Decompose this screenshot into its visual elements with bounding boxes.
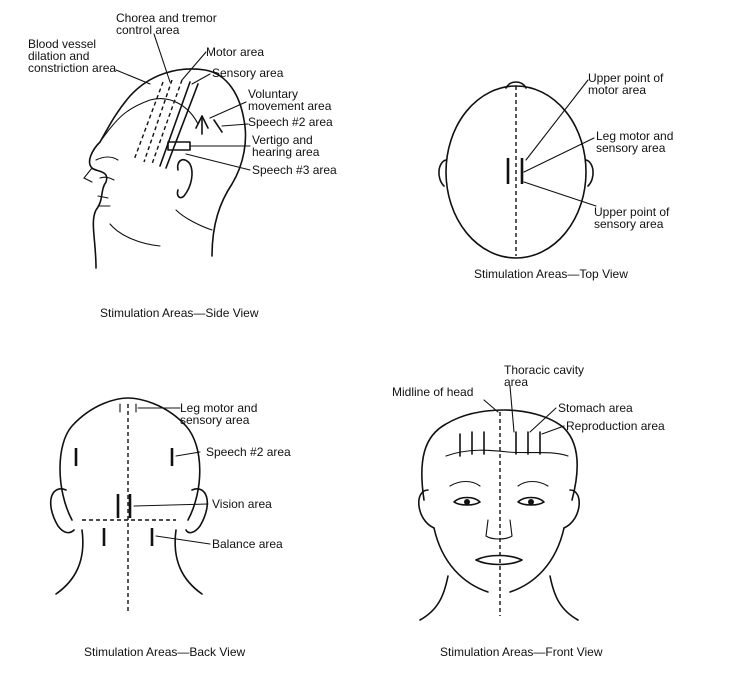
label-reproduction-area: Reproduction area bbox=[566, 419, 665, 433]
label-thoracic-cavity-area: Thoracic cavity area bbox=[504, 363, 585, 389]
label-leg-motor-sensory-area: Leg motor and sensory area bbox=[596, 129, 674, 155]
label-blood-vessel-area: Blood vessel dilation and constriction a… bbox=[28, 37, 117, 75]
label-chorea-tremor-control-area: Chorea and tremor control area bbox=[116, 11, 217, 37]
label-vertigo-hearing-area: Vertigo and hearing area bbox=[252, 133, 320, 159]
label-voluntary-movement-area: Voluntary movement area bbox=[248, 87, 332, 113]
label-speech-3-area: Speech #3 area bbox=[252, 163, 337, 177]
label-back-speech-2-area: Speech #2 area bbox=[206, 445, 291, 459]
label-stomach-area: Stomach area bbox=[558, 401, 633, 415]
caption-back-view: Stimulation Areas—Back View bbox=[84, 645, 246, 659]
label-motor-area: Motor area bbox=[206, 45, 265, 59]
top-view-head-drawing bbox=[438, 79, 597, 259]
caption-top-view: Stimulation Areas—Top View bbox=[474, 267, 628, 281]
side-view-panel: Chorea and tremor control area Blood ves… bbox=[0, 0, 380, 330]
front-view-head-drawing bbox=[418, 385, 580, 621]
label-upper-point-motor-area: Upper point of motor area bbox=[588, 71, 664, 97]
back-view-panel: Leg motor and sensory area Speech #2 are… bbox=[0, 340, 380, 680]
label-vision-area: Vision area bbox=[212, 497, 272, 511]
label-upper-point-sensory-area: Upper point of sensory area bbox=[594, 205, 670, 231]
label-back-leg-motor-sensory-area: Leg motor and sensory area bbox=[180, 401, 258, 427]
back-view-head-drawing bbox=[49, 397, 211, 614]
label-speech-2-area: Speech #2 area bbox=[248, 115, 333, 129]
top-view-panel: Upper point of motor area Leg motor and … bbox=[380, 0, 750, 330]
side-view-head-drawing bbox=[83, 33, 251, 269]
label-midline-of-head: Midline of head bbox=[392, 385, 474, 399]
caption-front-view: Stimulation Areas—Front View bbox=[440, 645, 603, 659]
caption-side-view: Stimulation Areas—Side View bbox=[100, 306, 259, 320]
label-sensory-area: Sensory area bbox=[212, 66, 284, 80]
front-view-panel: Midline of head Thoracic cavity area Sto… bbox=[380, 340, 750, 680]
label-balance-area: Balance area bbox=[212, 537, 283, 551]
